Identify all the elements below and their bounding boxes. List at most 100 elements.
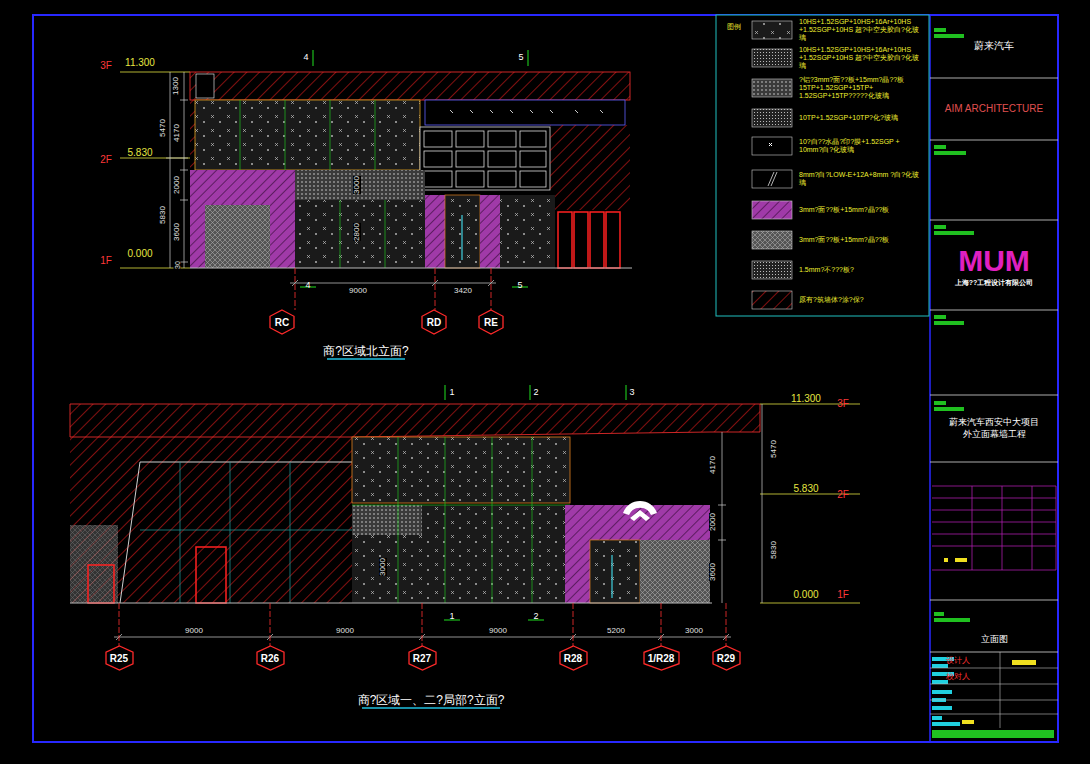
legend-text: 1.5mm?不???板? bbox=[799, 266, 921, 274]
drawing-shape bbox=[932, 522, 1056, 523]
drawing-shape bbox=[528, 50, 529, 66]
grid-label: RC bbox=[275, 317, 289, 328]
dimension-text: 30 bbox=[174, 261, 181, 269]
drawing-shape bbox=[760, 603, 860, 604]
drawing-label: 5 bbox=[517, 281, 522, 290]
drawing-shape bbox=[769, 143, 772, 146]
drawing-shape bbox=[930, 140, 1058, 141]
drawing-shape bbox=[500, 195, 555, 268]
view-title: 商?区域一、二?局部?立面? bbox=[358, 694, 505, 706]
grid-bubble: R27 bbox=[408, 645, 437, 671]
drawing-shape bbox=[930, 684, 1058, 685]
dimension-text: 4170 bbox=[709, 456, 717, 474]
legend-text: 3mm?面??板+15mm?晶??板 bbox=[799, 206, 921, 214]
drawing-shape bbox=[327, 358, 405, 360]
drawing-shape bbox=[932, 546, 1056, 547]
grid-bubble: R29 bbox=[712, 645, 741, 671]
drawing-shape bbox=[140, 530, 352, 531]
drawing-shape bbox=[630, 510, 650, 521]
drawing-shape bbox=[340, 200, 341, 268]
title-text: 蔚来汽车 bbox=[974, 40, 1014, 53]
drawing-shape bbox=[934, 321, 964, 325]
drawing-shape bbox=[930, 462, 1058, 463]
drawing-shape bbox=[444, 385, 626, 620]
legend-text: 10HS+1.52SGP+10HS+16Ar+10HS +1.52SGP+10H… bbox=[799, 18, 921, 42]
drawing-label: 1 bbox=[449, 388, 454, 397]
drawing-shape bbox=[190, 100, 195, 170]
drawing-shape bbox=[456, 171, 484, 187]
dimension-text: 4170 bbox=[173, 124, 181, 142]
partial-elevation bbox=[70, 385, 860, 708]
title-cell: AIM ARCHITECTURE bbox=[930, 78, 1058, 140]
drawing-shape bbox=[1032, 486, 1033, 570]
drawing-shape bbox=[1012, 660, 1036, 665]
drawing-shape bbox=[292, 280, 298, 286]
drawing-shape bbox=[934, 612, 944, 616]
grid-bubble: RD bbox=[421, 309, 447, 335]
bubble-hexagon bbox=[479, 310, 503, 334]
drawing-shape bbox=[718, 505, 726, 506]
grid-label: R27 bbox=[413, 653, 431, 664]
drawing-shape bbox=[88, 565, 114, 603]
legend-frame bbox=[716, 15, 929, 316]
logo-text: MUM bbox=[958, 242, 1030, 280]
drawing-shape bbox=[930, 700, 1058, 701]
drawing-shape bbox=[640, 540, 710, 603]
drawing-shape bbox=[768, 172, 777, 186]
drawing-shape bbox=[752, 170, 792, 188]
drawing-shape bbox=[590, 540, 640, 603]
drawing-shape bbox=[295, 268, 296, 310]
dimension-text: 3600 bbox=[173, 223, 181, 241]
drawing-shape bbox=[424, 131, 546, 187]
title-cell: 立面图 bbox=[930, 628, 1058, 652]
drawing-label: 3F bbox=[100, 61, 112, 71]
legend-text: 10TP+1.52SGP+10TP?化?玻璃 bbox=[799, 114, 921, 122]
drawing-label: 2 bbox=[533, 388, 538, 397]
drawing-label: 2 bbox=[533, 612, 538, 621]
drawing-shape bbox=[934, 231, 974, 235]
bubble-hexagon bbox=[270, 310, 294, 334]
drawing-shape bbox=[520, 151, 546, 167]
drawing-shape bbox=[70, 525, 118, 603]
drawing-shape bbox=[1002, 486, 1003, 570]
drawing-shape bbox=[196, 547, 226, 603]
bubble-hexagon bbox=[560, 646, 587, 670]
grid-bubble: R26 bbox=[256, 645, 285, 671]
drawing-label: 1F bbox=[100, 256, 112, 266]
drawing-label: 0.000 bbox=[793, 590, 818, 600]
dimension-text: 2000 bbox=[173, 176, 181, 194]
drawing-shape bbox=[932, 680, 948, 684]
drawing-shape bbox=[718, 540, 726, 541]
drawing-shape bbox=[300, 50, 528, 287]
drawing-shape bbox=[972, 486, 973, 570]
drawing-shape bbox=[352, 535, 570, 603]
drawing-shape bbox=[140, 462, 352, 603]
drawing-shape bbox=[119, 603, 120, 646]
drawing-shape bbox=[934, 225, 946, 229]
drawing-shape bbox=[450, 110, 603, 113]
legend-text: ?铝?3mm?面??板+15mm?晶??板 15TP+1.52SGP+15TP+… bbox=[799, 76, 921, 100]
legend-text: 10HS+1.52SGP+10HS+16Ar+10HS +1.52SGP+10H… bbox=[799, 46, 921, 70]
drawing-label: 2F bbox=[100, 155, 112, 165]
drawing-label: 9000 bbox=[349, 287, 367, 295]
grid-bubble: RE bbox=[478, 309, 504, 335]
title-cell: 蔚来汽车 bbox=[930, 15, 1058, 78]
drawing-shape bbox=[932, 486, 1056, 570]
drawing-shape bbox=[190, 170, 295, 268]
drawing-shape bbox=[752, 291, 792, 309]
drawing-shape bbox=[930, 652, 1058, 728]
drawing-shape bbox=[420, 127, 550, 190]
dimension-text: 5830 bbox=[770, 541, 778, 559]
drawing-shape bbox=[480, 195, 500, 268]
drawing-shape bbox=[760, 404, 860, 603]
drawing-label: 图例 bbox=[727, 23, 741, 30]
drawing-shape bbox=[762, 404, 763, 603]
drawing-label: 3420 bbox=[454, 287, 472, 295]
dimension-text: 5470 bbox=[159, 119, 167, 137]
drawing-shape bbox=[934, 145, 946, 149]
drawing-shape bbox=[930, 652, 1058, 653]
drawing-label: 9000 bbox=[185, 627, 203, 635]
drawing-shape bbox=[752, 201, 792, 219]
drawing-shape bbox=[120, 72, 190, 73]
bubble-hexagon bbox=[644, 646, 679, 670]
